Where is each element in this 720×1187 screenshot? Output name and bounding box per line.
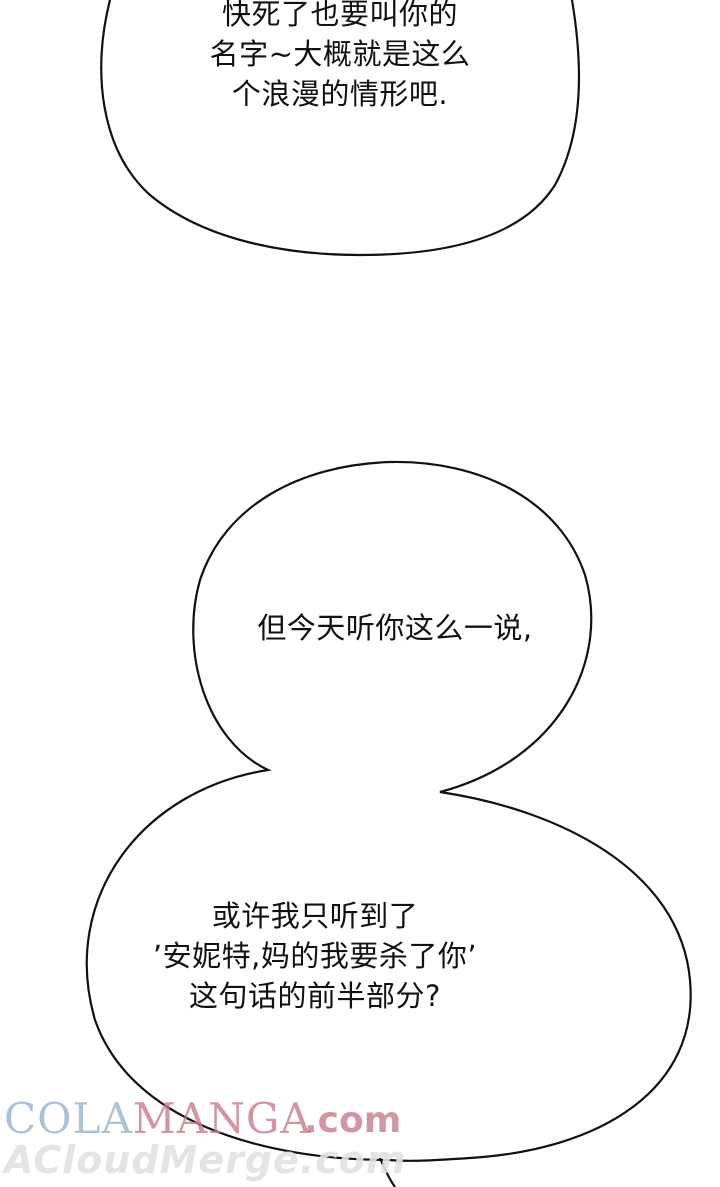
bubble-text-middle: 但今天听你这么一说,	[200, 608, 590, 648]
bubble-line: 这句话的前半部分?	[189, 979, 441, 1013]
bubble-line: 但今天听你这么一说,	[257, 611, 533, 645]
watermark-brand: COLAMANGA	[4, 1096, 312, 1142]
bubble-line: 或许我只听到了	[211, 899, 419, 933]
speech-bubble-top	[100, 0, 581, 257]
bubble-line: 个浪漫的情形吧.	[231, 77, 449, 111]
speech-bubble-double	[85, 460, 692, 1162]
speech-bubble-tail	[378, 1157, 396, 1187]
site-watermark: COLAMANGA .com ACloudMerge.com	[4, 1096, 424, 1186]
bubble-text-bottom: 或许我只听到了 ’安妮特,妈的我要杀了你’ 这句话的前半部分?	[110, 896, 520, 1016]
watermark-brand-manga: MANGA	[132, 1094, 312, 1143]
watermark-secondary: ACloudMerge.com	[4, 1138, 407, 1182]
bubble-line: 名字~大概就是这么	[209, 37, 471, 71]
bubble-line: 快死了也要叫你的	[221, 0, 458, 31]
bubble-line: ’安妮特,妈的我要杀了你’	[152, 939, 478, 973]
bubble-text-top: 快死了也要叫你的 名字~大概就是这么 个浪漫的情形吧.	[160, 0, 520, 114]
watermark-domain-suffix: .com	[304, 1100, 402, 1141]
watermark-brand-cola: COLA	[4, 1094, 133, 1143]
